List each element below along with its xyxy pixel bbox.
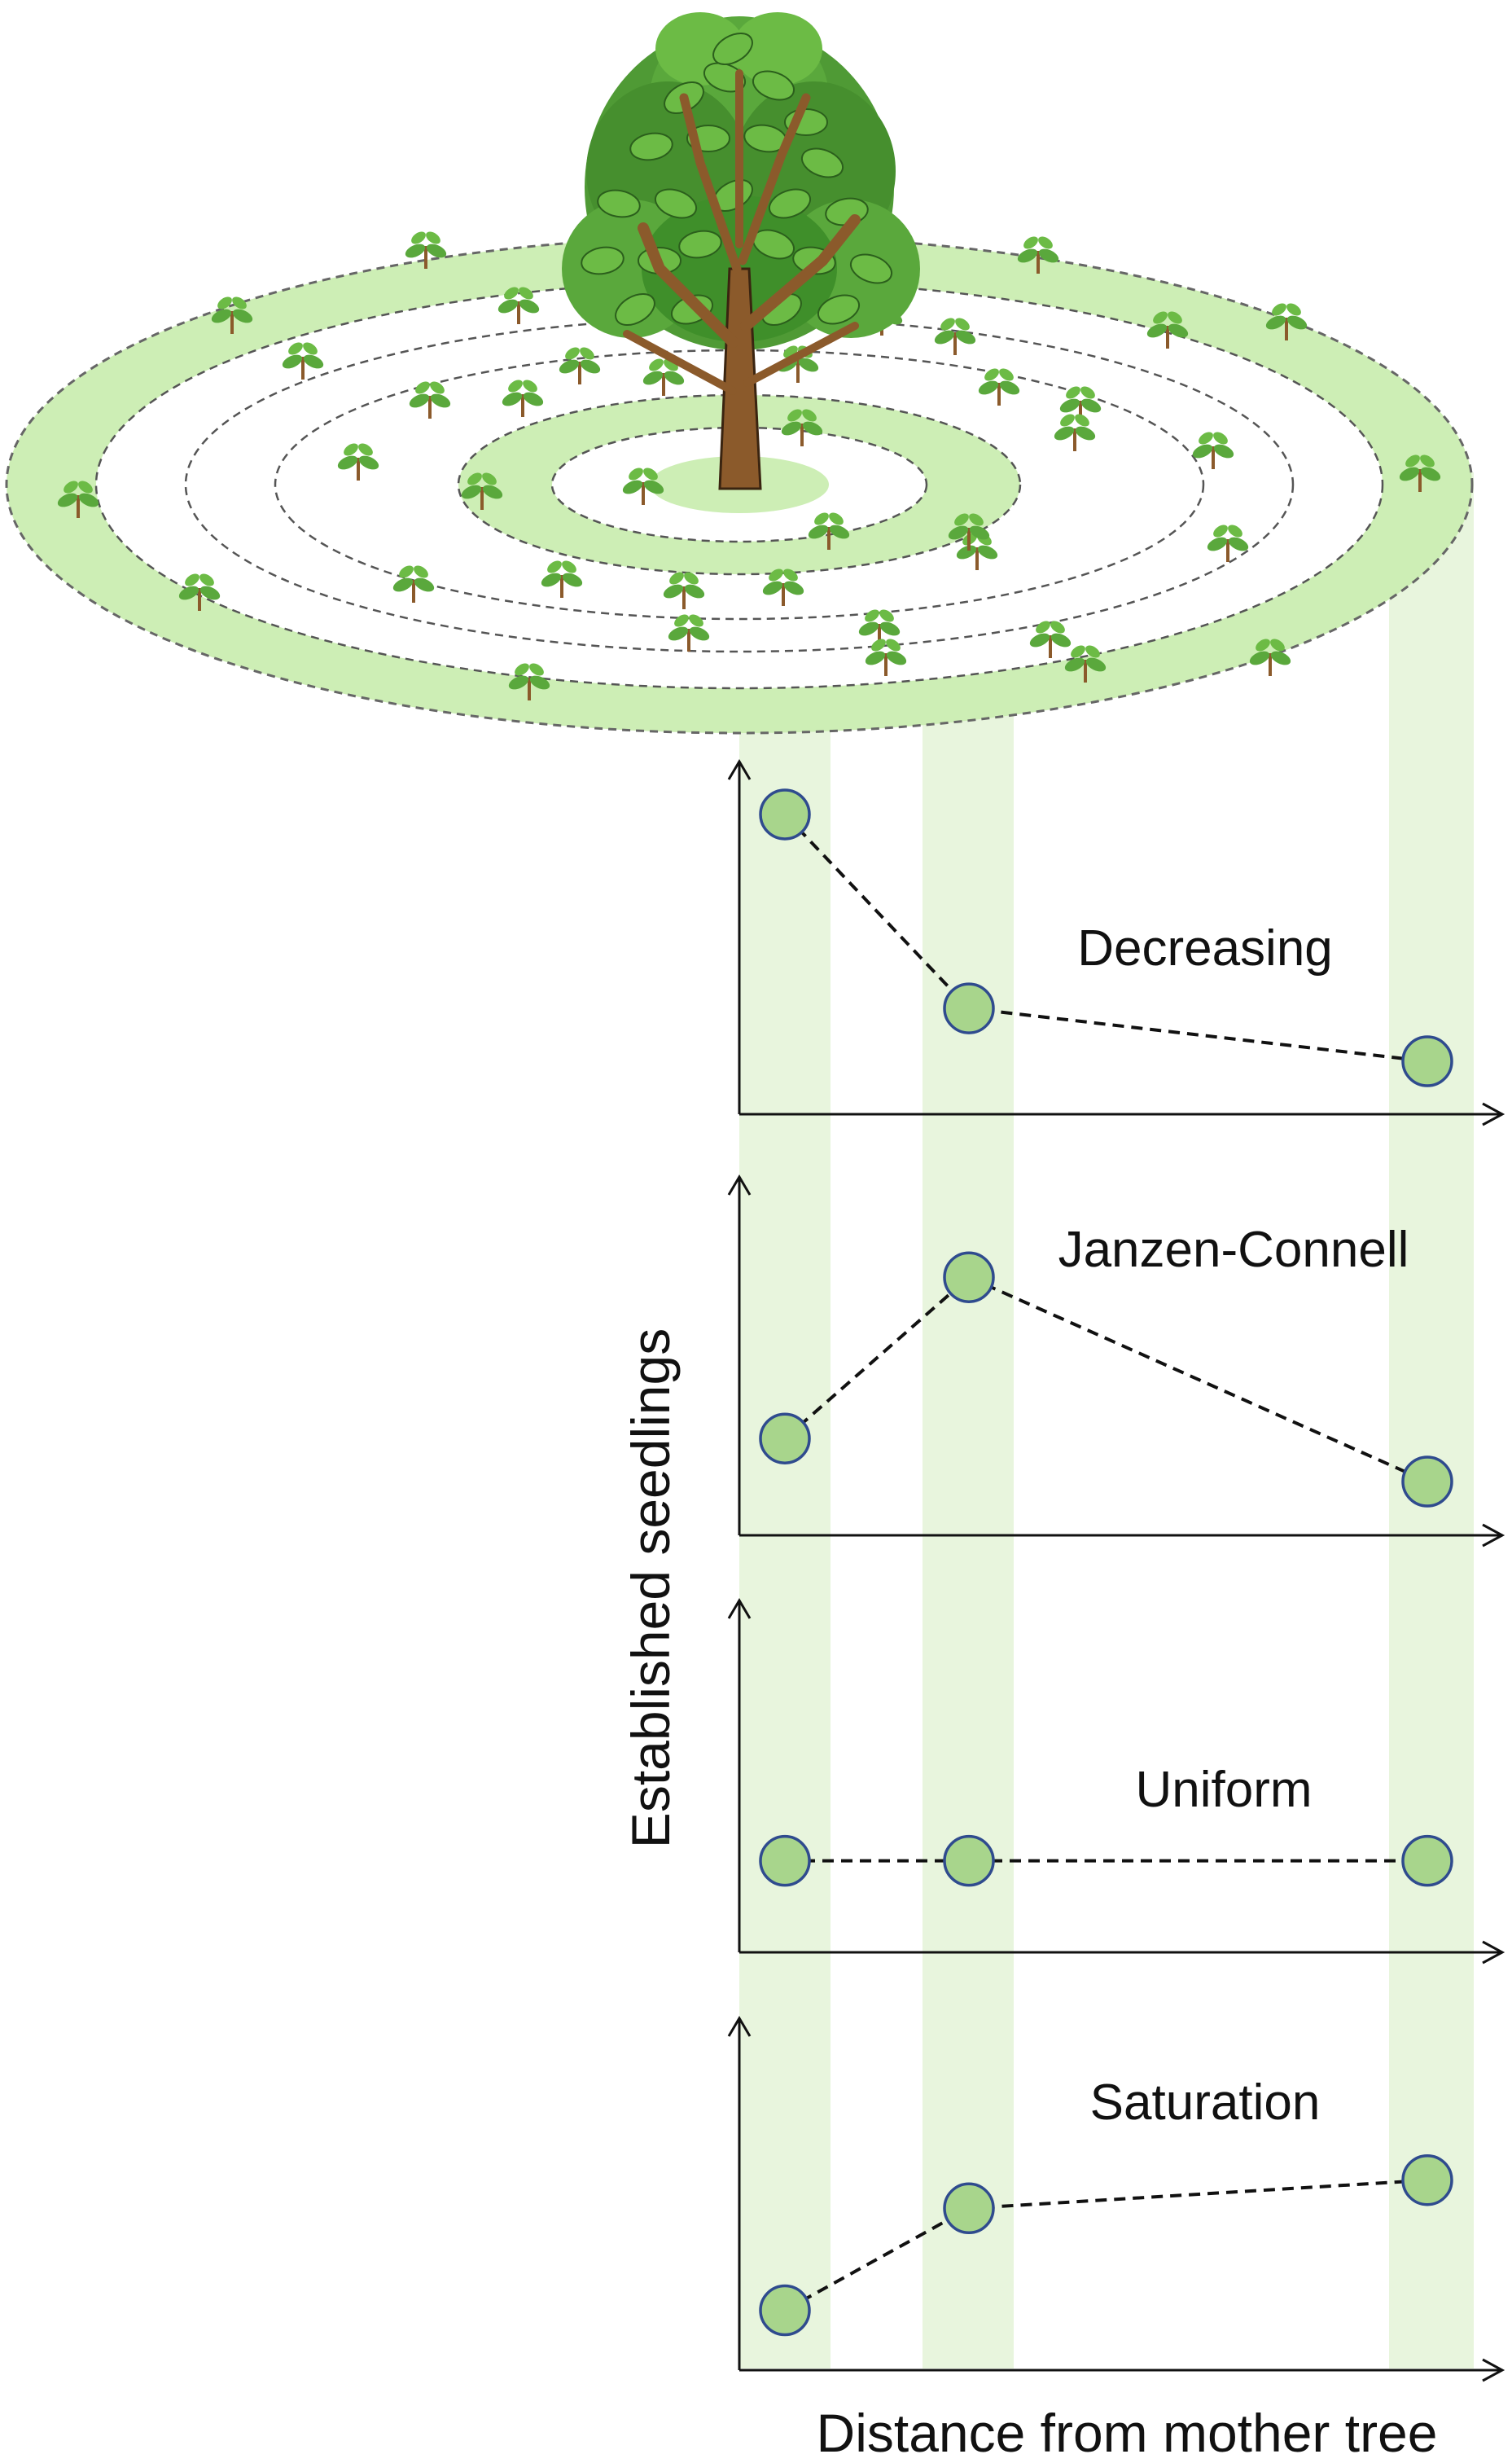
tree-leaf xyxy=(849,253,893,284)
x-axis-label: Distance from mother tree xyxy=(817,2403,1438,2463)
data-point-intermediate xyxy=(943,1834,995,1887)
x-axis-arrow xyxy=(1482,1523,1505,1548)
band-far xyxy=(1389,472,1474,2369)
data-point-far xyxy=(1401,1455,1453,1508)
y-axis-arrow xyxy=(727,1598,752,1619)
y-axis-label: Established seedlings xyxy=(620,1328,681,1848)
data-point-near xyxy=(759,1412,811,1464)
charts: DecreasingJanzen-ConnellUniformSaturatio… xyxy=(727,759,1505,2382)
tree-leaf xyxy=(703,62,747,93)
data-point-far xyxy=(1401,2153,1453,2206)
x-axis-arrow xyxy=(1482,1102,1505,1126)
band-intermediate xyxy=(923,472,1014,2369)
chart-panel-4: Saturation xyxy=(727,2016,1505,2382)
chart-title: Decreasing xyxy=(1077,920,1333,977)
tree-leaf xyxy=(654,188,698,219)
series-line xyxy=(784,2178,1428,2312)
data-point-intermediate xyxy=(943,1251,995,1303)
tree-trunk xyxy=(623,69,861,490)
chart-panel-3: Uniform xyxy=(727,1598,1505,1965)
data-point-intermediate xyxy=(943,982,995,1034)
tree-leaf xyxy=(629,132,673,161)
tree-leaf xyxy=(712,33,753,65)
chart-panel-1: Decreasing xyxy=(727,759,1505,1126)
data-point-near xyxy=(759,788,811,841)
data-point-near xyxy=(759,2284,811,2337)
data-point-intermediate xyxy=(943,2182,995,2235)
distance-bands xyxy=(739,472,1474,2369)
data-point-near xyxy=(759,1834,811,1887)
tree-leaf xyxy=(752,70,795,101)
series-line xyxy=(783,1275,1428,1483)
data-point-far xyxy=(1401,1035,1453,1087)
ring-4 xyxy=(274,349,1205,621)
tree-leaf xyxy=(581,246,625,275)
x-axis-arrow xyxy=(1482,1940,1505,1965)
chart-panel-2: Janzen-Connell xyxy=(727,1174,1505,1548)
data-point-far xyxy=(1401,1834,1453,1887)
x-axis-arrow xyxy=(1482,2358,1505,2382)
y-axis-arrow xyxy=(727,759,752,780)
chart-title: Janzen-Connell xyxy=(1058,1222,1409,1278)
tree-icon xyxy=(562,12,920,490)
tree-leaf xyxy=(678,230,722,259)
y-axis-arrow xyxy=(727,2016,752,2037)
tree-leaf xyxy=(817,294,861,325)
tree-leaf xyxy=(800,147,844,178)
chart-title: Uniform xyxy=(1135,1762,1312,1818)
chart-title: Saturation xyxy=(1090,2074,1321,2131)
tree-leaf xyxy=(597,189,641,218)
tree-leaf xyxy=(615,293,655,326)
y-axis-arrow xyxy=(727,1174,752,1196)
ring-5 xyxy=(184,316,1295,653)
tree-leaf xyxy=(768,188,812,219)
